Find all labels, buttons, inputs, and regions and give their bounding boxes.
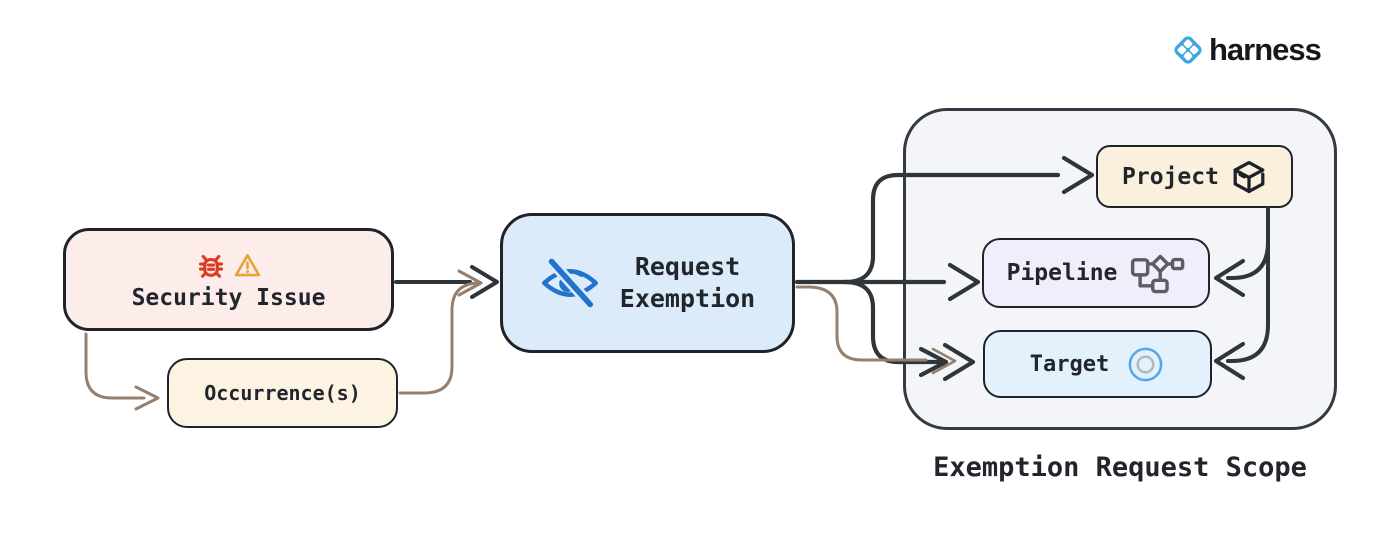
project-label: Project — [1122, 163, 1219, 190]
bug-icon — [196, 251, 226, 281]
node-pipeline: Pipeline — [982, 238, 1210, 308]
warning-icon — [233, 251, 262, 280]
arrow-security-to-exemption — [394, 265, 499, 299]
node-target: Target — [983, 330, 1212, 398]
node-security-issue: Security Issue — [63, 228, 394, 331]
pipeline-flowchart-icon — [1130, 253, 1185, 294]
arrow-occurrence-to-exemption — [398, 269, 483, 395]
brand-name: harness — [1209, 32, 1322, 67]
target-label: Target — [1029, 351, 1110, 377]
node-project: Project — [1096, 145, 1293, 208]
security-issue-icons — [196, 251, 262, 281]
exemption-scope-title: Exemption Request Scope — [933, 452, 1307, 483]
node-request-exemption: Request Exemption — [500, 213, 795, 353]
harness-logo-icon — [1170, 32, 1206, 68]
node-occurrence: Occurrence(s) — [167, 358, 398, 428]
request-exemption-label: Request Exemption — [619, 251, 756, 314]
arrow-security-to-occurrence — [84, 332, 160, 411]
package-icon — [1231, 159, 1267, 195]
target-icon — [1126, 345, 1165, 384]
pipeline-label: Pipeline — [1006, 260, 1118, 286]
harness-logo: harness — [1170, 32, 1322, 68]
eye-off-icon — [540, 256, 600, 310]
occurrence-label: Occurrence(s) — [204, 381, 361, 405]
security-issue-label: Security Issue — [131, 284, 326, 311]
